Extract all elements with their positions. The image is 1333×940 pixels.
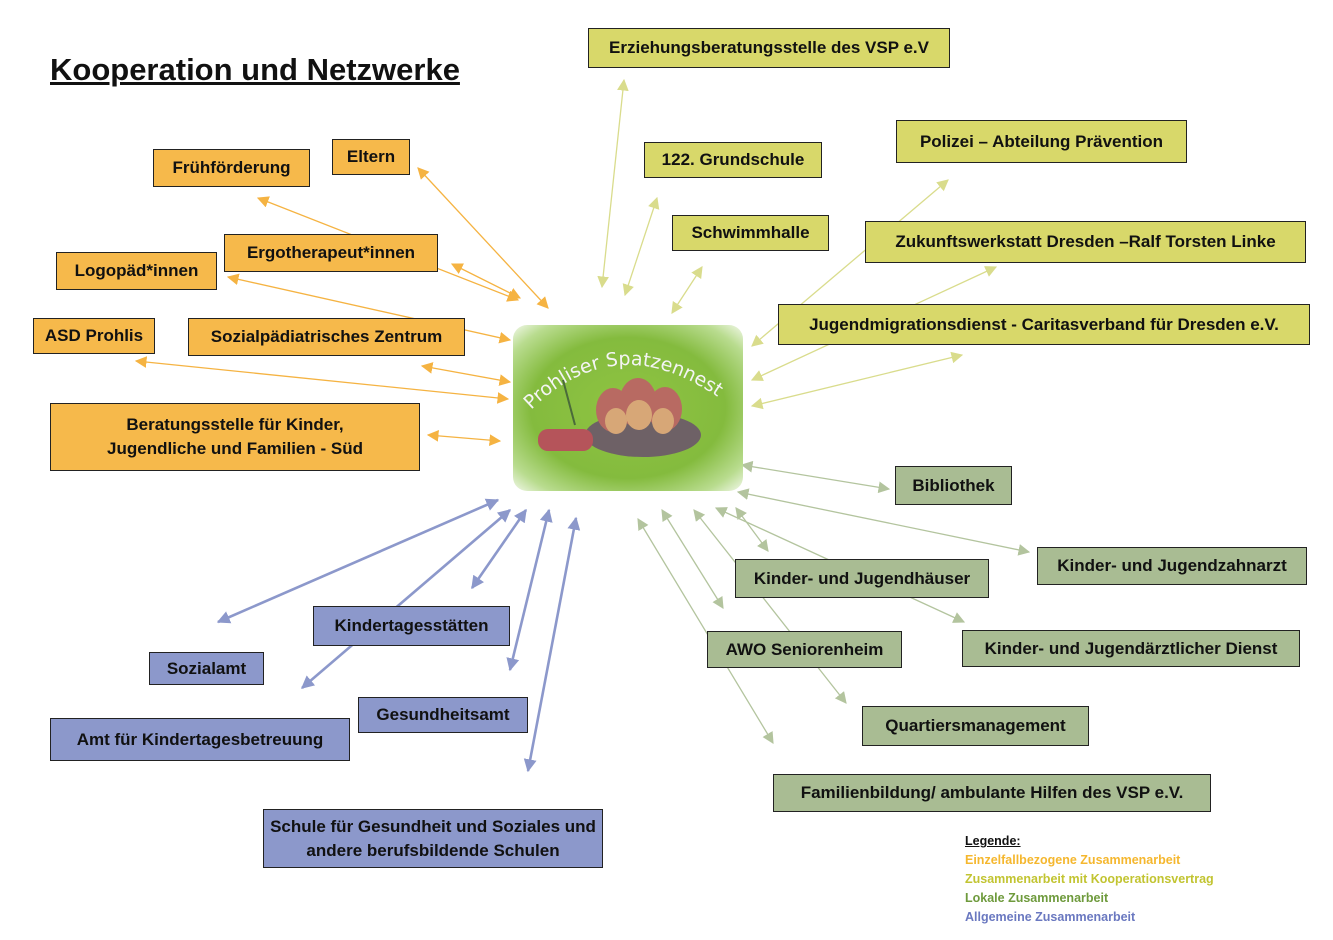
node-bibliothek: Bibliothek	[895, 466, 1012, 505]
node-amt-kindertagesbetreuung: Amt für Kindertagesbetreuung	[50, 718, 350, 761]
node-awo-seniorenheim: AWO Seniorenheim	[707, 631, 902, 668]
center-logo-prohliser-spatzennest: Prohliser Spatzennest	[513, 325, 743, 491]
orange-arrow-1	[417, 167, 549, 309]
yellow-arrow-2	[671, 266, 703, 314]
legend-item-kooperationsvertrag: Zusammenarbeit mit Kooperationsvertrag	[965, 872, 1214, 886]
node-eltern: Eltern	[332, 139, 410, 175]
node-familienbildung: Familienbildung/ ambulante Hilfen des VS…	[773, 774, 1211, 812]
green-arrow-6	[637, 517, 774, 745]
green-arrow-4	[693, 509, 847, 704]
legend-item-lokal: Lokale Zusammenarbeit	[965, 891, 1109, 905]
node-sozialpaediatrisches-zentrum: Sozialpädiatrisches Zentrum	[188, 318, 465, 356]
blue-arrow-1	[301, 509, 511, 689]
yellow-arrow-1	[622, 196, 660, 297]
node-jugendzahnarzt: Kinder- und Jugendzahnarzt	[1037, 547, 1307, 585]
yellow-arrow-5	[750, 351, 964, 410]
blue-arrow-3	[506, 508, 553, 672]
green-arrow-5	[661, 509, 724, 609]
blue-arrow-2	[470, 508, 528, 590]
node-asd-prohlis: ASD Prohlis	[33, 318, 155, 354]
node-jugendhaeuser: Kinder- und Jugendhäuser	[735, 559, 989, 598]
node-fruehfoerderung: Frühförderung	[153, 149, 310, 187]
node-jugendmigrationsdienst: Jugendmigrationsdienst - Caritasverband …	[778, 304, 1310, 345]
node-quartiersmanagement: Quartiersmanagement	[862, 706, 1089, 746]
node-gesundheitsamt: Gesundheitsamt	[358, 697, 528, 733]
node-sozialamt: Sozialamt	[149, 652, 264, 685]
node-jugendaerztlicher-dienst: Kinder- und Jugendärztlicher Dienst	[962, 630, 1300, 667]
orange-arrow-4	[420, 362, 512, 386]
orange-arrow-5	[134, 356, 510, 404]
page-title: Kooperation und Netzwerke	[50, 52, 460, 87]
blue-arrow-0	[216, 498, 500, 624]
orange-arrow-6	[426, 430, 502, 446]
legend-item-einzelfall: Einzelfallbezogene Zusammenarbeit	[965, 853, 1181, 867]
node-zukunftswerkstatt: Zukunftswerkstatt Dresden –Ralf Torsten …	[865, 221, 1306, 263]
legend-item-allgemein: Allgemeine Zusammenarbeit	[965, 910, 1136, 924]
blue-arrow-4	[523, 516, 581, 773]
node-kindertagesstaetten: Kindertagesstätten	[313, 606, 510, 646]
legend-heading: Legende:	[965, 834, 1021, 848]
node-logopaeden: Logopäd*innen	[56, 252, 217, 290]
node-erziehungsberatungsstelle: Erziehungsberatungsstelle des VSP e.V	[588, 28, 950, 68]
node-beratungsstelle-sued: Beratungsstelle für Kinder, Jugendliche …	[50, 403, 420, 471]
orange-arrow-2	[450, 263, 522, 299]
green-arrow-0	[740, 460, 891, 494]
legend: Legende: Einzelfallbezogene Zusammenarbe…	[965, 832, 1214, 927]
yellow-arrow-0	[597, 78, 629, 289]
node-schule-gesundheit-soziales: Schule für Gesundheit und Soziales und a…	[263, 809, 603, 868]
node-schwimmhalle: Schwimmhalle	[672, 215, 829, 251]
node-grundschule: 122. Grundschule	[644, 142, 822, 178]
node-polizei: Polizei – Abteilung Prävention	[896, 120, 1187, 163]
node-ergotherapeuten: Ergotherapeut*innen	[224, 234, 438, 272]
